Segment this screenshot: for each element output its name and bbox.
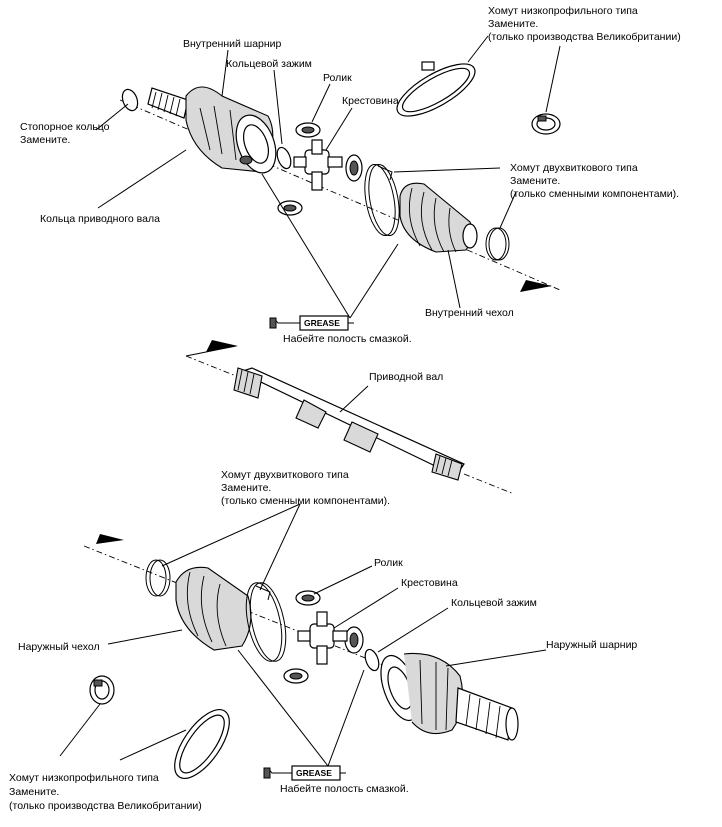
- label-upper-double-loop-clamp-1: Хомут двухвиткового типа: [510, 162, 638, 174]
- label-inner-joint: Внутренний шарнир: [183, 38, 282, 50]
- label-lower-low-profile-clamp-2: Замените.: [9, 786, 59, 798]
- label-upper-double-loop-clamp-3: (только сменными компонентами).: [510, 188, 679, 200]
- label-lower-grease-note: Набейте полость смазкой.: [280, 783, 409, 795]
- label-lower-low-profile-clamp-1: Хомут низкопрофильного типа: [9, 772, 159, 784]
- axis-arrow-icon: [206, 340, 238, 352]
- lower-grease-gun-icon: GREASE: [263, 765, 346, 781]
- lower-circlip: [364, 648, 380, 672]
- upper-spider: [293, 139, 343, 191]
- label-lower-double-loop-clamp-2: Замените.: [221, 482, 271, 494]
- outer-joint: [380, 652, 519, 741]
- stop-ring: [121, 88, 139, 112]
- label-lower-spider: Крестовина: [401, 577, 458, 589]
- upper-double-loop-clamp: [364, 163, 396, 237]
- label-upper-roller: Ролик: [323, 72, 352, 84]
- inner-joint-stub-shaft: [147, 87, 189, 119]
- inner-boot: [399, 182, 478, 253]
- label-lower-circlip: Кольцевой зажим: [451, 597, 537, 609]
- upper-rollers: [277, 122, 363, 216]
- upper-low-profile-clamp-small: [531, 113, 561, 135]
- label-upper-spider: Крестовина: [342, 95, 399, 107]
- axis-arrow-icon: [520, 280, 552, 292]
- label-outer-boot: Наружный чехол: [18, 641, 100, 653]
- axis-arrow-icon: [96, 534, 124, 544]
- label-stop-ring-2: Замените.: [20, 134, 70, 146]
- driveshaft: [233, 367, 465, 481]
- label-stop-ring-1: Стопорное кольцо: [20, 121, 110, 133]
- label-upper-low-profile-clamp-1: Хомут низкопрофильного типа: [488, 5, 638, 17]
- upper-small-double-loop-clamp: [485, 227, 507, 261]
- label-lower-double-loop-clamp-3: (только сменными компонентами).: [221, 495, 390, 507]
- label-upper-low-profile-clamp-3: (только производства Великобритании): [488, 31, 681, 43]
- label-lower-double-loop-clamp-1: Хомут двухвиткового типа: [221, 469, 349, 481]
- label-upper-circlip: Кольцевой зажим: [226, 58, 312, 70]
- lower-small-double-loop-clamp: [145, 559, 167, 597]
- upper-circlip: [276, 146, 292, 170]
- label-upper-low-profile-clamp-2: Замените.: [488, 18, 538, 30]
- label-driveshaft-rings: Кольца приводного вала: [40, 213, 160, 225]
- lower-assembly: GREASE: [59, 503, 547, 781]
- lower-low-profile-clamp-small: [89, 675, 115, 705]
- lower-spider: [297, 611, 348, 665]
- label-lower-low-profile-clamp-3: (только производства Великобритании): [9, 800, 202, 812]
- label-lower-roller: Ролик: [374, 557, 403, 569]
- label-inner-boot: Внутренний чехол: [425, 307, 514, 319]
- label-outer-joint: Наружный шарнир: [546, 639, 637, 651]
- upper-assembly: GREASE: [95, 35, 561, 331]
- upper-grease-gun-icon: GREASE: [269, 315, 354, 331]
- lower-rollers: [283, 590, 364, 684]
- upper-grease-tag: GREASE: [304, 318, 340, 328]
- upper-labels: Внутренний шарнир Кольцевой зажим Ролик …: [20, 5, 681, 345]
- outer-boot: [175, 566, 252, 651]
- lower-grease-tag: GREASE: [296, 768, 332, 778]
- inner-joint-housing: [185, 86, 277, 174]
- label-upper-double-loop-clamp-2: Замените.: [510, 175, 560, 187]
- lower-double-loop-clamp: [245, 582, 283, 662]
- label-upper-grease-note: Набейте полость смазкой.: [283, 333, 412, 345]
- lower-labels: Хомут двухвиткового типа Замените. (толь…: [9, 469, 637, 812]
- driveshaft-assembly: [185, 340, 515, 495]
- label-driveshaft: Приводной вал: [369, 371, 443, 383]
